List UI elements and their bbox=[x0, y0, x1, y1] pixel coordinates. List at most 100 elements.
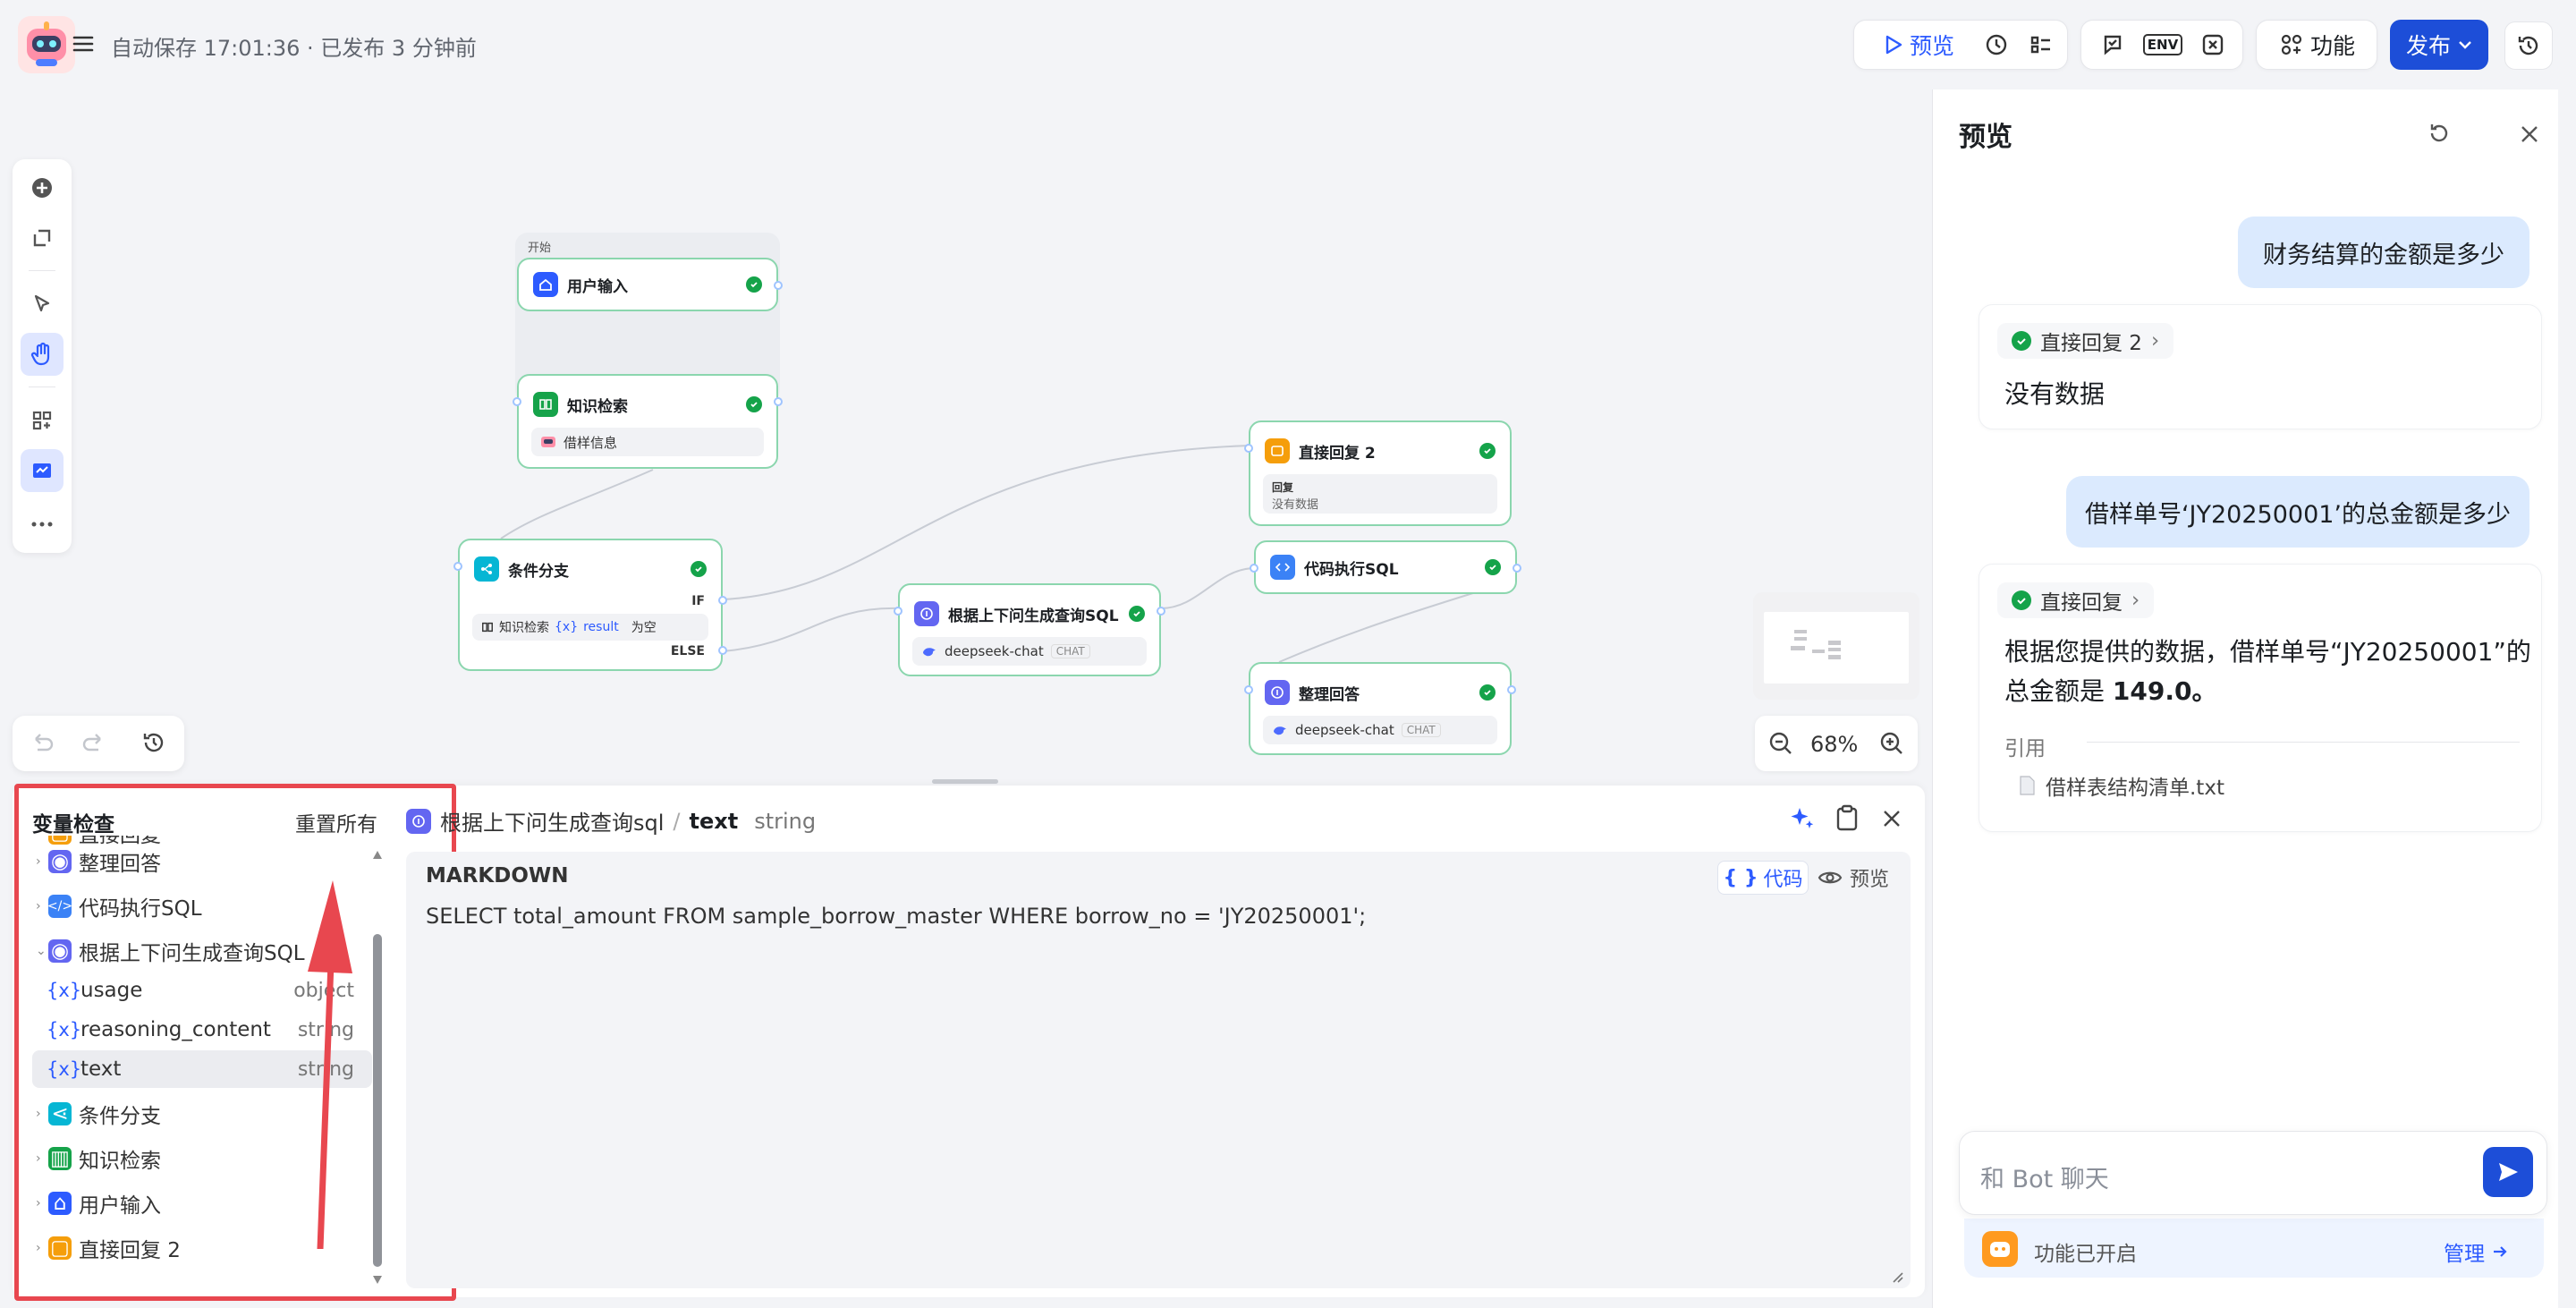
features-label: 功能 bbox=[2309, 33, 2355, 59]
features-button[interactable]: 功能 bbox=[2256, 20, 2377, 70]
node-gen-sql[interactable]: 根据上下问生成查询SQL deepseek-chat CHAT bbox=[894, 583, 1165, 676]
node-summarize[interactable]: 整理回答 deepseek-chat CHAT bbox=[1244, 662, 1516, 755]
debug-icon[interactable] bbox=[1976, 21, 2017, 69]
cond-operator: 为空 bbox=[631, 621, 657, 635]
add-node-icon[interactable] bbox=[21, 166, 64, 209]
reset-all-button[interactable]: 重置所有 bbox=[295, 813, 377, 837]
node-title: 条件分支 bbox=[508, 563, 569, 581]
node-exec-sql[interactable]: 代码执行SQL bbox=[1250, 540, 1521, 594]
apps-icon bbox=[2281, 34, 2302, 55]
layout-icon[interactable] bbox=[21, 399, 64, 442]
var-node-label: 根据上下问生成查询SQL bbox=[79, 942, 305, 965]
redo-icon[interactable] bbox=[80, 728, 109, 757]
bot-message: 直接回复 2 › 没有数据 bbox=[1979, 304, 2542, 429]
minimap-toggle-icon[interactable] bbox=[21, 449, 64, 492]
clipboard-icon[interactable] bbox=[1834, 803, 1860, 832]
node-title: 用户输入 bbox=[567, 278, 628, 296]
node-condition[interactable]: 条件分支 IF 知识检索 {x} result 为空 ELSE bbox=[453, 539, 727, 671]
code-viewer[interactable] bbox=[406, 852, 1911, 1288]
undo-icon[interactable] bbox=[27, 728, 55, 757]
preview-button[interactable]: 预览 bbox=[1870, 21, 1969, 69]
zoom-out-icon[interactable] bbox=[1767, 730, 1794, 757]
more-icon[interactable] bbox=[21, 503, 64, 546]
bot-node-chip[interactable]: 直接回复 2 › bbox=[1997, 323, 2174, 359]
citation-file-name: 借样表结构清单.txt bbox=[2046, 777, 2224, 800]
bot-node-chip[interactable]: 直接回复 › bbox=[1997, 582, 2155, 618]
reply-content: 回复 没有数据 bbox=[1263, 474, 1497, 514]
book-icon bbox=[482, 622, 493, 633]
zoom-control: 68% bbox=[1755, 716, 1918, 771]
var-node-gen-sql[interactable]: ⌄◉根据上下问生成查询SQL bbox=[32, 932, 372, 970]
reply-icon: ▢ bbox=[48, 836, 72, 845]
var-node-knowledge[interactable]: ›▥知识检索 bbox=[32, 1140, 372, 1177]
model-name: deepseek-chat bbox=[945, 643, 1044, 659]
citation-file[interactable]: 借样表结构清单.txt bbox=[2019, 770, 2224, 801]
hand-pan-icon[interactable] bbox=[21, 333, 64, 376]
preview-tab-label: 预览 bbox=[1850, 869, 1890, 891]
resize-grip-icon[interactable] bbox=[1891, 1270, 1903, 1283]
panel-resize-handle[interactable] bbox=[932, 779, 998, 784]
var-scrollbar[interactable] bbox=[372, 848, 383, 1287]
success-check-icon bbox=[1479, 684, 1496, 701]
ai-sparkle-icon[interactable] bbox=[1789, 805, 1816, 832]
model-name: deepseek-chat bbox=[1295, 722, 1394, 738]
bot-avatar-logo[interactable] bbox=[18, 16, 75, 73]
chevron-down-icon bbox=[2459, 41, 2471, 49]
close-icon[interactable] bbox=[1880, 807, 1903, 830]
node-knowledge[interactable]: 知识检索 借样信息 bbox=[513, 374, 783, 469]
citation-label: 引用 bbox=[2004, 737, 2046, 760]
node-reply2[interactable]: 直接回复 2 回复 没有数据 bbox=[1244, 420, 1512, 526]
sql-content[interactable]: SELECT total_amount FROM sample_borrow_m… bbox=[426, 904, 1367, 929]
formula-icon[interactable] bbox=[2190, 21, 2235, 69]
var-node-summarize[interactable]: ›◉整理回答 bbox=[32, 843, 372, 880]
chat-input-box[interactable] bbox=[1959, 1131, 2547, 1215]
manage-link[interactable]: 管理 bbox=[2444, 1236, 2508, 1267]
canvas-toolbar bbox=[13, 159, 72, 553]
history-button[interactable] bbox=[2504, 21, 2553, 70]
knowledge-item: 借样信息 bbox=[531, 428, 764, 456]
hamburger-menu-icon[interactable] bbox=[70, 30, 97, 57]
success-check-icon bbox=[1129, 606, 1145, 622]
node-title: 根据上下问生成查询SQL bbox=[948, 607, 1119, 625]
llm-icon: ◉ bbox=[48, 850, 72, 873]
bot-text-line1: 根据您提供的数据，借样单号“JY20250001”的 bbox=[2004, 637, 2531, 667]
var-node-reply[interactable]: ›▢直接回复 bbox=[32, 836, 372, 852]
minimap[interactable] bbox=[1753, 592, 1919, 700]
publish-button[interactable]: 发布 bbox=[2390, 20, 2488, 70]
node-title: 直接回复 2 bbox=[1299, 445, 1376, 463]
model-item: deepseek-chat CHAT bbox=[1263, 716, 1497, 744]
env-tools-group: ENV bbox=[2080, 20, 2243, 70]
var-node-label: 整理回答 bbox=[79, 853, 161, 876]
reset-chat-icon[interactable] bbox=[2426, 120, 2453, 147]
features-button-inner[interactable]: 功能 bbox=[2257, 21, 2378, 69]
chat-input-placeholder[interactable]: 和 Bot 聊天 bbox=[1980, 1166, 2109, 1193]
var-node-condition[interactable]: ›⋖条件分支 bbox=[32, 1095, 372, 1133]
annotation-arrow-up bbox=[308, 880, 352, 1249]
llm-icon bbox=[406, 808, 431, 834]
var-node-reply2[interactable]: ›▢直接回复 2 bbox=[32, 1229, 372, 1267]
start-group-label: 开始 bbox=[528, 242, 552, 255]
cond-source: 知识检索 bbox=[499, 621, 549, 635]
checklist-icon[interactable] bbox=[2021, 21, 2062, 69]
code-tab[interactable]: { } 代码 bbox=[1717, 861, 1809, 895]
node-user-input[interactable]: 用户输入 bbox=[517, 258, 783, 311]
var-node-user-input[interactable]: ›⌂用户输入 bbox=[32, 1185, 372, 1222]
var-node-exec-sql[interactable]: ›</>代码执行SQL bbox=[32, 888, 372, 925]
close-preview-icon[interactable] bbox=[2519, 123, 2540, 145]
book-icon: ▥ bbox=[48, 1147, 72, 1170]
env-icon[interactable]: ENV bbox=[2139, 21, 2187, 69]
add-note-icon[interactable] bbox=[21, 217, 64, 259]
comment-check-icon[interactable] bbox=[2090, 21, 2135, 69]
send-button[interactable] bbox=[2483, 1147, 2533, 1197]
preview-tab[interactable]: 预览 bbox=[1818, 861, 1889, 895]
llm-icon bbox=[1265, 680, 1290, 705]
workflow-canvas[interactable]: 开始 用户输入 知识检索 借样信息 条件分支 IF 知识检索 {x} resul… bbox=[0, 89, 1932, 778]
breadcrumb-sep: / bbox=[673, 808, 681, 834]
zoom-in-icon[interactable] bbox=[1878, 730, 1905, 757]
version-history-icon[interactable] bbox=[140, 728, 168, 757]
llm-icon bbox=[914, 601, 939, 626]
var-label: usage bbox=[80, 979, 143, 1002]
pointer-icon[interactable] bbox=[21, 283, 64, 326]
